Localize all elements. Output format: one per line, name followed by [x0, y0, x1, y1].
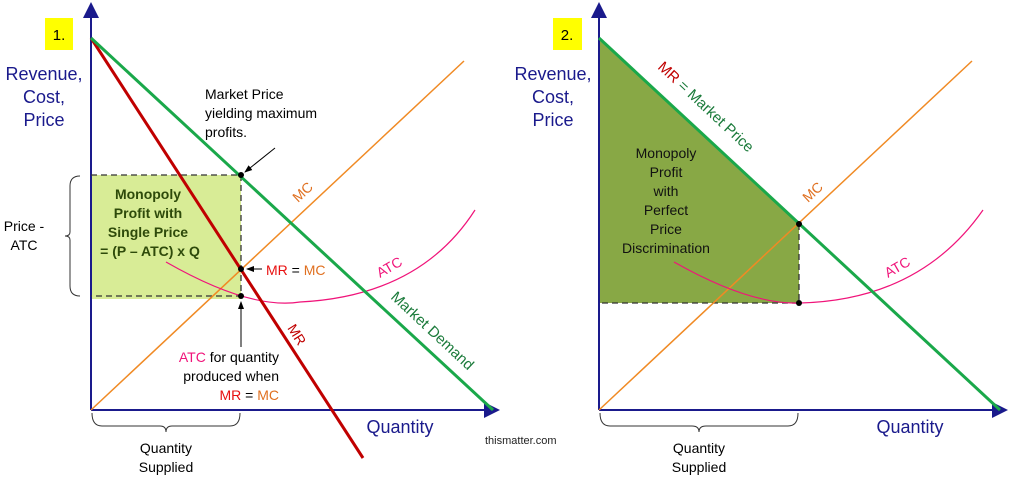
price-arrow [244, 147, 276, 173]
atc-point [796, 300, 802, 306]
svg-text:Cost,: Cost, [532, 87, 574, 107]
svg-text:ATC for quantity: ATC for quantity [179, 349, 279, 365]
svg-text:Price: Price [23, 110, 64, 130]
svg-text:MR = MC: MR = MC [219, 387, 279, 403]
svg-text:Quantity: Quantity [140, 440, 192, 456]
svg-text:= (P – ATC) x Q: = (P – ATC) x Q [100, 243, 200, 259]
svg-text:Quantity: Quantity [673, 440, 725, 456]
x-axis-label: Quantity [366, 417, 433, 437]
svg-text:Price: Price [532, 110, 573, 130]
svg-text:Discrimination: Discrimination [622, 240, 710, 256]
x-axis-label: Quantity [876, 417, 943, 437]
svg-text:Price: Price [650, 221, 682, 237]
svg-text:Monopoly: Monopoly [636, 145, 697, 161]
panel-number-box [45, 18, 73, 50]
mr-mc-point [238, 266, 244, 272]
svg-text:Supplied: Supplied [139, 459, 194, 475]
svg-text:Price -: Price - [4, 218, 45, 234]
mr-curve [89, 37, 365, 459]
atc-label: ATC [374, 253, 405, 280]
svg-text:with: with [653, 183, 679, 199]
panel-number: 2. [561, 27, 574, 44]
svg-text:Market Price: Market Price [205, 86, 284, 102]
svg-text:Monopoly: Monopoly [115, 186, 181, 202]
profit-dashed-edge [599, 224, 800, 304]
quantity-supplied-label: Quantity Supplied [139, 440, 194, 475]
y-axis-label: Revenue, Cost, Price [5, 64, 82, 130]
market-price-note: Market Price yielding maximum profits. [205, 86, 317, 140]
profit-area [91, 175, 241, 299]
svg-text:Profit: Profit [650, 164, 683, 180]
svg-text:ATC: ATC [11, 237, 38, 253]
price-atc-label: Price - ATC [4, 218, 45, 253]
quantity-brace [91, 412, 241, 433]
panel-number-box [553, 18, 582, 50]
profit-dashed-box [91, 174, 242, 297]
svg-text:yielding maximum: yielding maximum [205, 105, 317, 121]
quantity-brace [599, 412, 799, 433]
svg-text:Profit with: Profit with [114, 205, 182, 221]
mc-curve [598, 60, 973, 411]
atc-note: ATC for quantity produced when MR = MC [179, 349, 279, 403]
svg-text:produced when: produced when [183, 368, 279, 384]
svg-text:Perfect: Perfect [644, 202, 688, 218]
mr-equals-mc-label: MR = MC [266, 262, 326, 278]
panel-1: 1. Revenue, Cost, Price Quantity Monopol… [4, 2, 500, 475]
panel-number: 1. [53, 27, 66, 44]
profit-label: Monopoly Profit with Perfect Price Discr… [622, 145, 710, 256]
y-axis-label: Revenue, Cost, Price [514, 64, 591, 130]
mc-label: MC [289, 179, 316, 206]
svg-text:Cost,: Cost, [23, 87, 65, 107]
atc-curve [673, 209, 984, 304]
svg-text:Single Price: Single Price [108, 224, 188, 240]
price-atc-brace [64, 175, 81, 297]
svg-text:Revenue,: Revenue, [5, 64, 82, 84]
demand-curve [89, 36, 495, 412]
profit-area [599, 38, 799, 303]
panel-2: 2. Revenue, Cost, Price Quantity Monopol… [514, 2, 1008, 475]
profit-label: Monopoly Profit with Single Price = (P –… [100, 186, 200, 259]
svg-text:profits.: profits. [205, 124, 247, 140]
watermark: thismatter.com [485, 435, 557, 447]
svg-text:Revenue,: Revenue, [514, 64, 591, 84]
quantity-supplied-label: Quantity Supplied [672, 440, 727, 475]
price-point [238, 172, 244, 178]
mc-demand-point [796, 221, 802, 227]
svg-text:Supplied: Supplied [672, 459, 727, 475]
atc-curve [165, 209, 476, 304]
mc-curve [90, 60, 465, 411]
atc-point [238, 293, 244, 299]
demand-label: Market Demand [387, 288, 477, 373]
